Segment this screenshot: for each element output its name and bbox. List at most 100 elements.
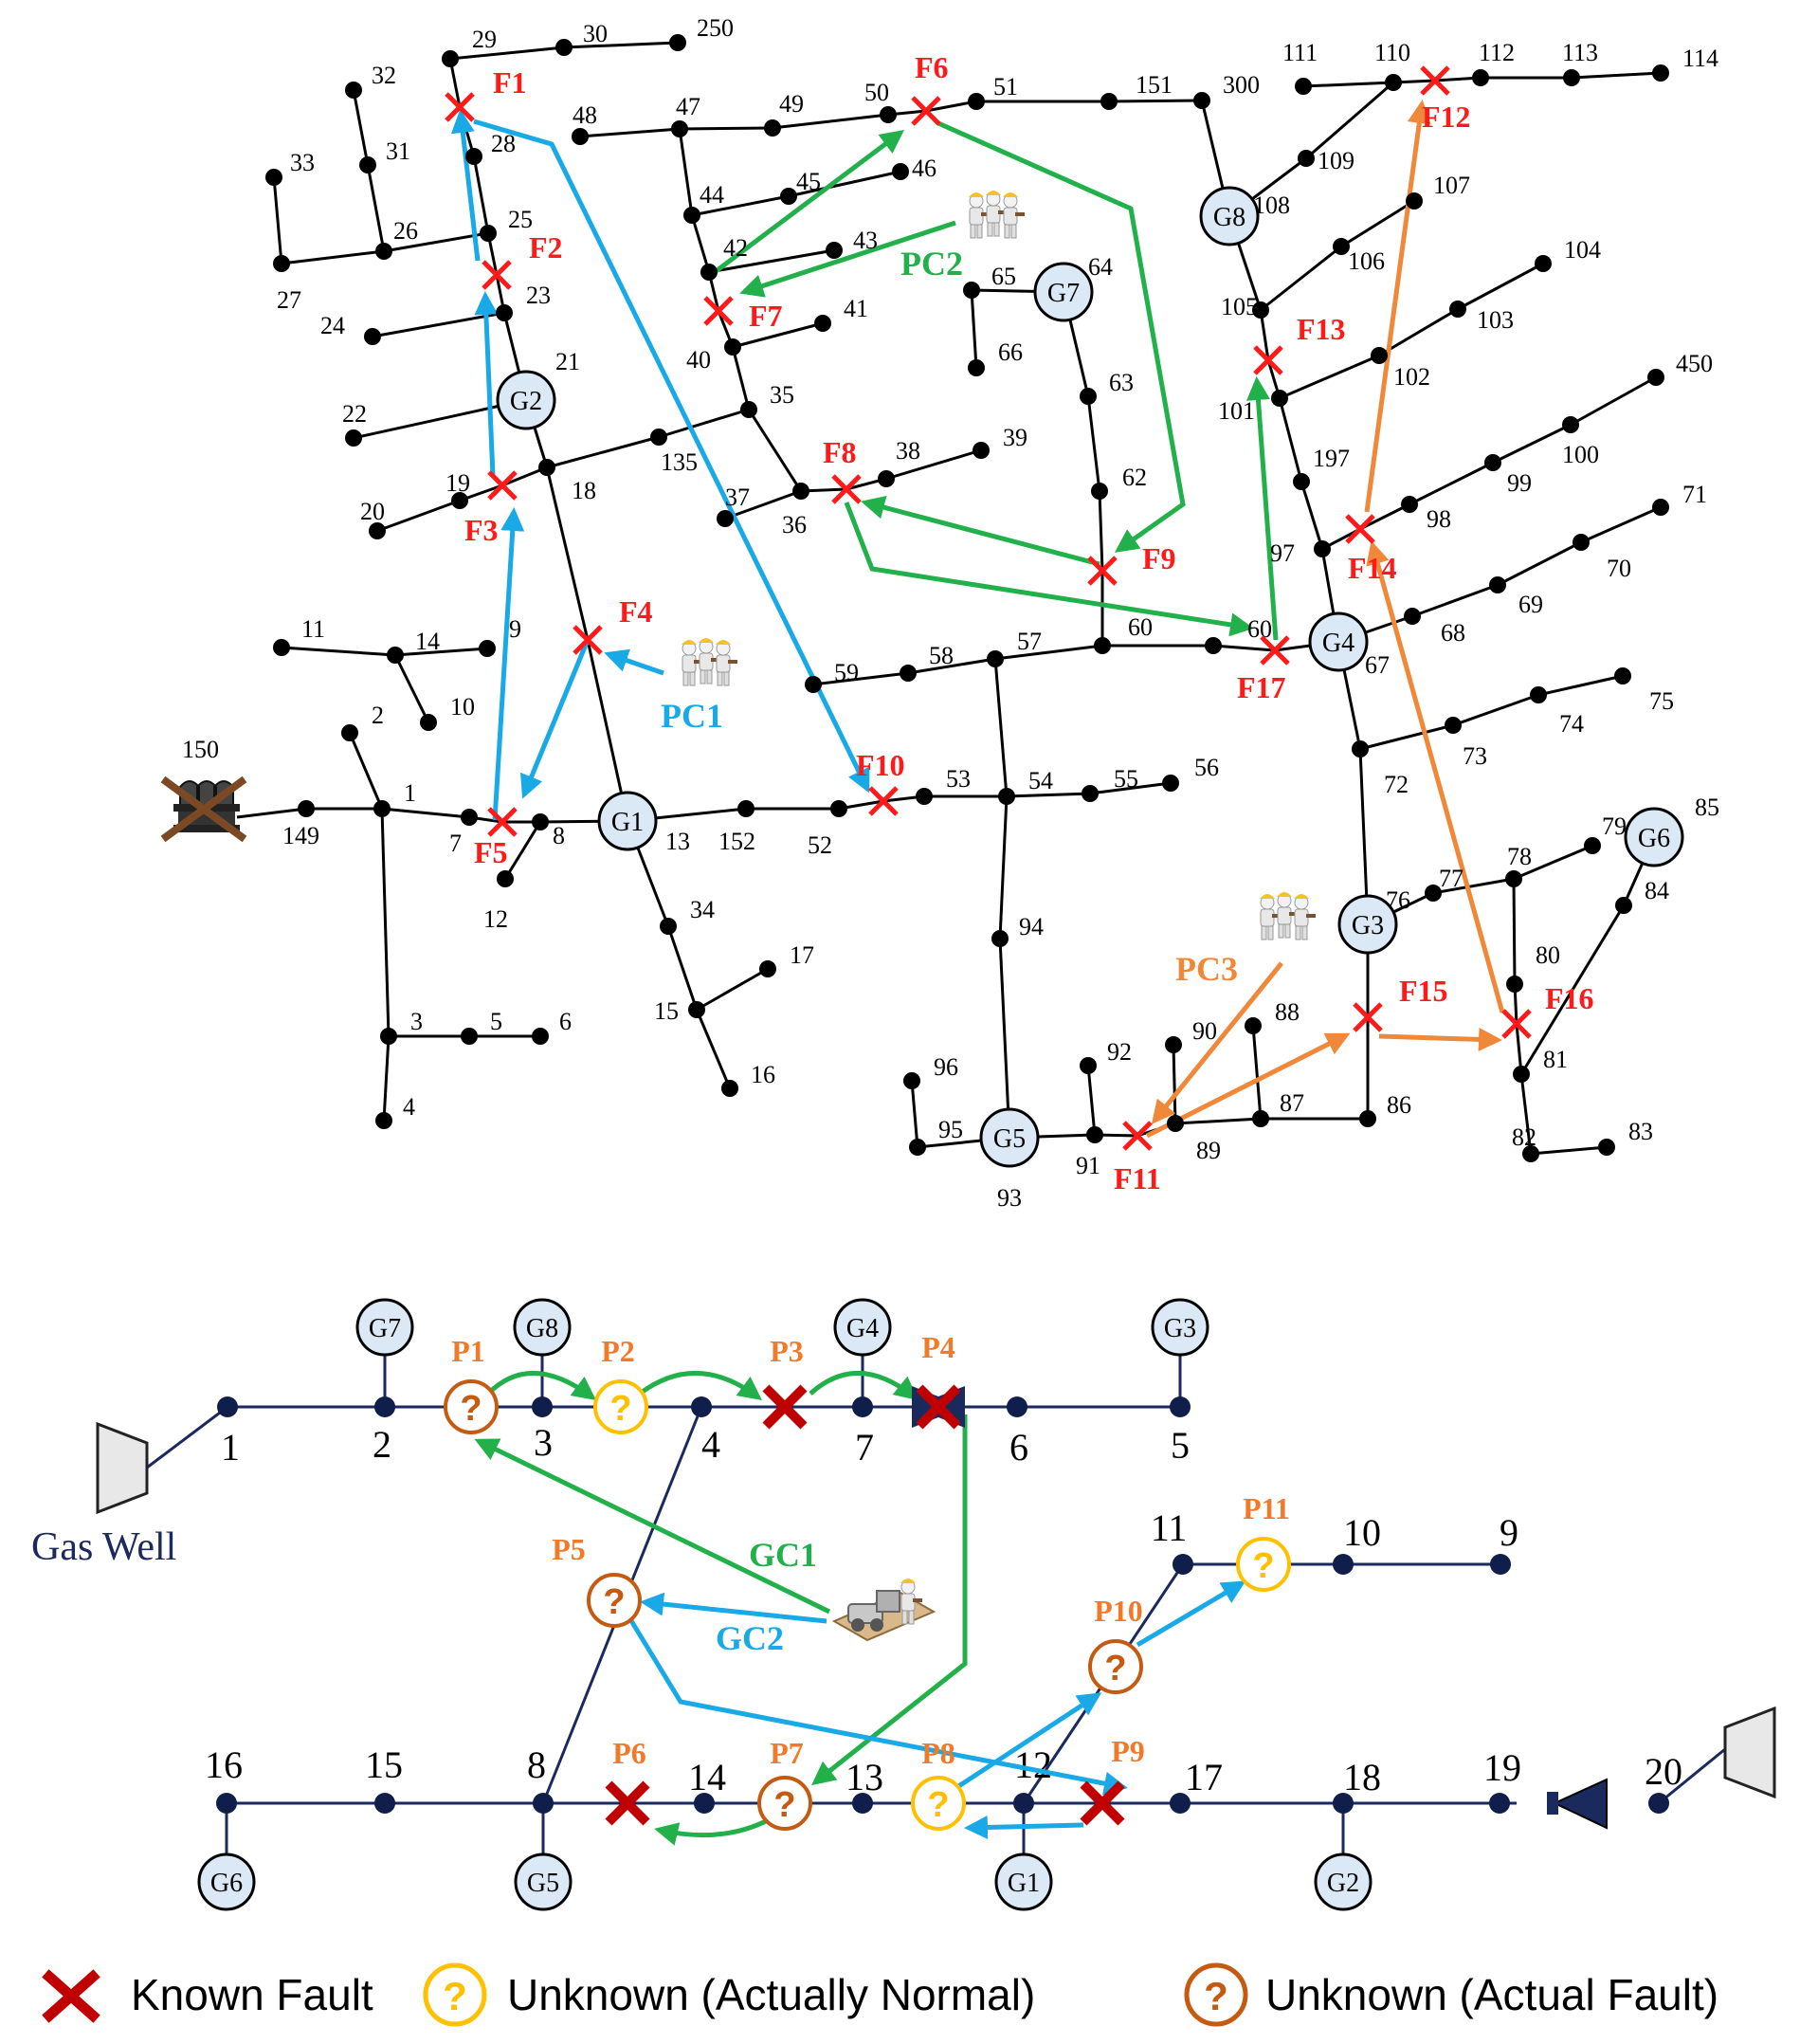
power-line: [1086, 1065, 1097, 1136]
power-bus-100: [1562, 416, 1579, 433]
gas-node-14: [694, 1793, 715, 1814]
power-bus-2: [341, 724, 358, 741]
power-bus-label: 114: [1682, 45, 1718, 72]
power-bus-label: 74: [1559, 710, 1584, 738]
power-bus-label: 94: [1019, 913, 1044, 940]
power-bus-label: 45: [796, 168, 821, 195]
power-line: [691, 194, 790, 217]
power-bus-label: 32: [372, 62, 396, 89]
gas-node-20: [1648, 1793, 1669, 1814]
power-bus-72: [1352, 740, 1369, 757]
power-bus-label: 152: [718, 828, 755, 855]
power-bus-94: [991, 930, 1009, 947]
power-bus-70: [1573, 534, 1590, 551]
power-line: [348, 732, 384, 810]
power-bus-68: [1404, 608, 1421, 625]
power-bus-label: 59: [834, 659, 859, 686]
power-bus-label: 26: [393, 217, 418, 245]
power-bus-135: [650, 429, 667, 446]
gas-node-2: [374, 1396, 395, 1417]
power-bus-label: 42: [723, 234, 748, 262]
svg-text:?: ?: [1252, 1546, 1274, 1586]
power-bus-label: 52: [808, 831, 832, 859]
power-bus-38: [878, 470, 895, 487]
power-bus-105: [1252, 301, 1269, 319]
gas-node-4: [691, 1396, 712, 1417]
power-bus-82: [1522, 1145, 1539, 1162]
power-line: [1432, 877, 1515, 895]
power-bus-56: [1162, 775, 1179, 792]
power-bus-label: 250: [697, 14, 734, 42]
power-line: [910, 1080, 919, 1148]
power-line: [1006, 792, 1091, 798]
power-bus-label: 2: [372, 702, 384, 729]
power-bus-label: 7: [449, 830, 462, 857]
route-green: [1245, 376, 1279, 641]
svg-text:G8: G8: [1213, 203, 1245, 232]
power-bus-12: [497, 870, 514, 887]
power-line: [690, 214, 711, 273]
gas-node-12: [1013, 1793, 1034, 1814]
power-bus-label: 65: [991, 263, 1016, 290]
power-bus-10: [420, 714, 437, 731]
gas-generator-g1: G1: [994, 1803, 1053, 1911]
svg-text:P9: P9: [1111, 1734, 1145, 1768]
power-bus-34: [660, 918, 677, 935]
legend-fault-label: Unknown (Actual Fault): [1265, 1970, 1718, 2019]
power-bus-60b: [1205, 637, 1222, 654]
gas-node-18: [1333, 1793, 1354, 1814]
svg-text:P10: P10: [1094, 1594, 1143, 1628]
gas-node-label: 1: [221, 1426, 240, 1469]
power-bus-label: 109: [1318, 147, 1354, 174]
svg-text:G2: G2: [510, 387, 542, 416]
power-line: [236, 807, 307, 819]
power-generator-g4: G4: [1308, 611, 1369, 672]
power-bus-label: 97: [1270, 539, 1295, 567]
power-bus-60: [1094, 637, 1111, 654]
power-bus-103: [1449, 301, 1466, 318]
power-bus-label: 39: [1003, 424, 1027, 451]
power-line: [1108, 99, 1203, 103]
power-bus-197: [1293, 473, 1310, 490]
svg-text:F12: F12: [1422, 100, 1471, 134]
power-bus-label: 113: [1562, 39, 1598, 66]
svg-text:G8: G8: [526, 1314, 558, 1343]
power-line: [788, 170, 901, 198]
power-bus-label: 89: [1196, 1137, 1221, 1164]
svg-text:G3: G3: [1352, 911, 1384, 940]
power-crew-pc2-label: PC2: [900, 245, 963, 283]
power-line: [732, 321, 824, 349]
power-bus-63: [1080, 388, 1097, 405]
power-fault-f11: F11: [1114, 1121, 1161, 1195]
svg-text:G3: G3: [1164, 1314, 1196, 1343]
power-bus-label: 63: [1109, 369, 1134, 396]
power-bus-92: [1080, 1057, 1097, 1074]
gas-node-label: 8: [527, 1743, 546, 1786]
gas-well-left-icon: [96, 1421, 149, 1515]
power-line: [1251, 1025, 1263, 1120]
gas-well-label: Gas Well: [31, 1525, 176, 1569]
route-orange: [1364, 100, 1431, 513]
gas-node-label: 4: [701, 1423, 720, 1466]
svg-text:F2: F2: [529, 230, 563, 265]
svg-text:G6: G6: [1638, 824, 1670, 853]
power-line: [546, 435, 660, 469]
power-fault-f10: F10: [856, 748, 905, 816]
power-bus-58: [900, 665, 917, 682]
svg-text:P4: P4: [921, 1330, 955, 1364]
power-bus-label: 1: [404, 779, 416, 807]
power-line: [1409, 461, 1494, 506]
power-line: [1457, 262, 1544, 311]
power-bus-113: [1563, 69, 1580, 86]
power-bus-label: 149: [282, 822, 319, 849]
power-bus-47: [671, 120, 688, 137]
gas-node-19: [1489, 1793, 1510, 1814]
power-fault-f5: F5: [474, 807, 518, 869]
power-bus-label: 100: [1562, 441, 1599, 468]
power-bus-label: 83: [1628, 1118, 1653, 1145]
power-line: [666, 925, 699, 1011]
power-bus-label: 135: [661, 448, 698, 476]
power-line: [383, 231, 489, 253]
power-bus-label: 77: [1439, 865, 1463, 892]
